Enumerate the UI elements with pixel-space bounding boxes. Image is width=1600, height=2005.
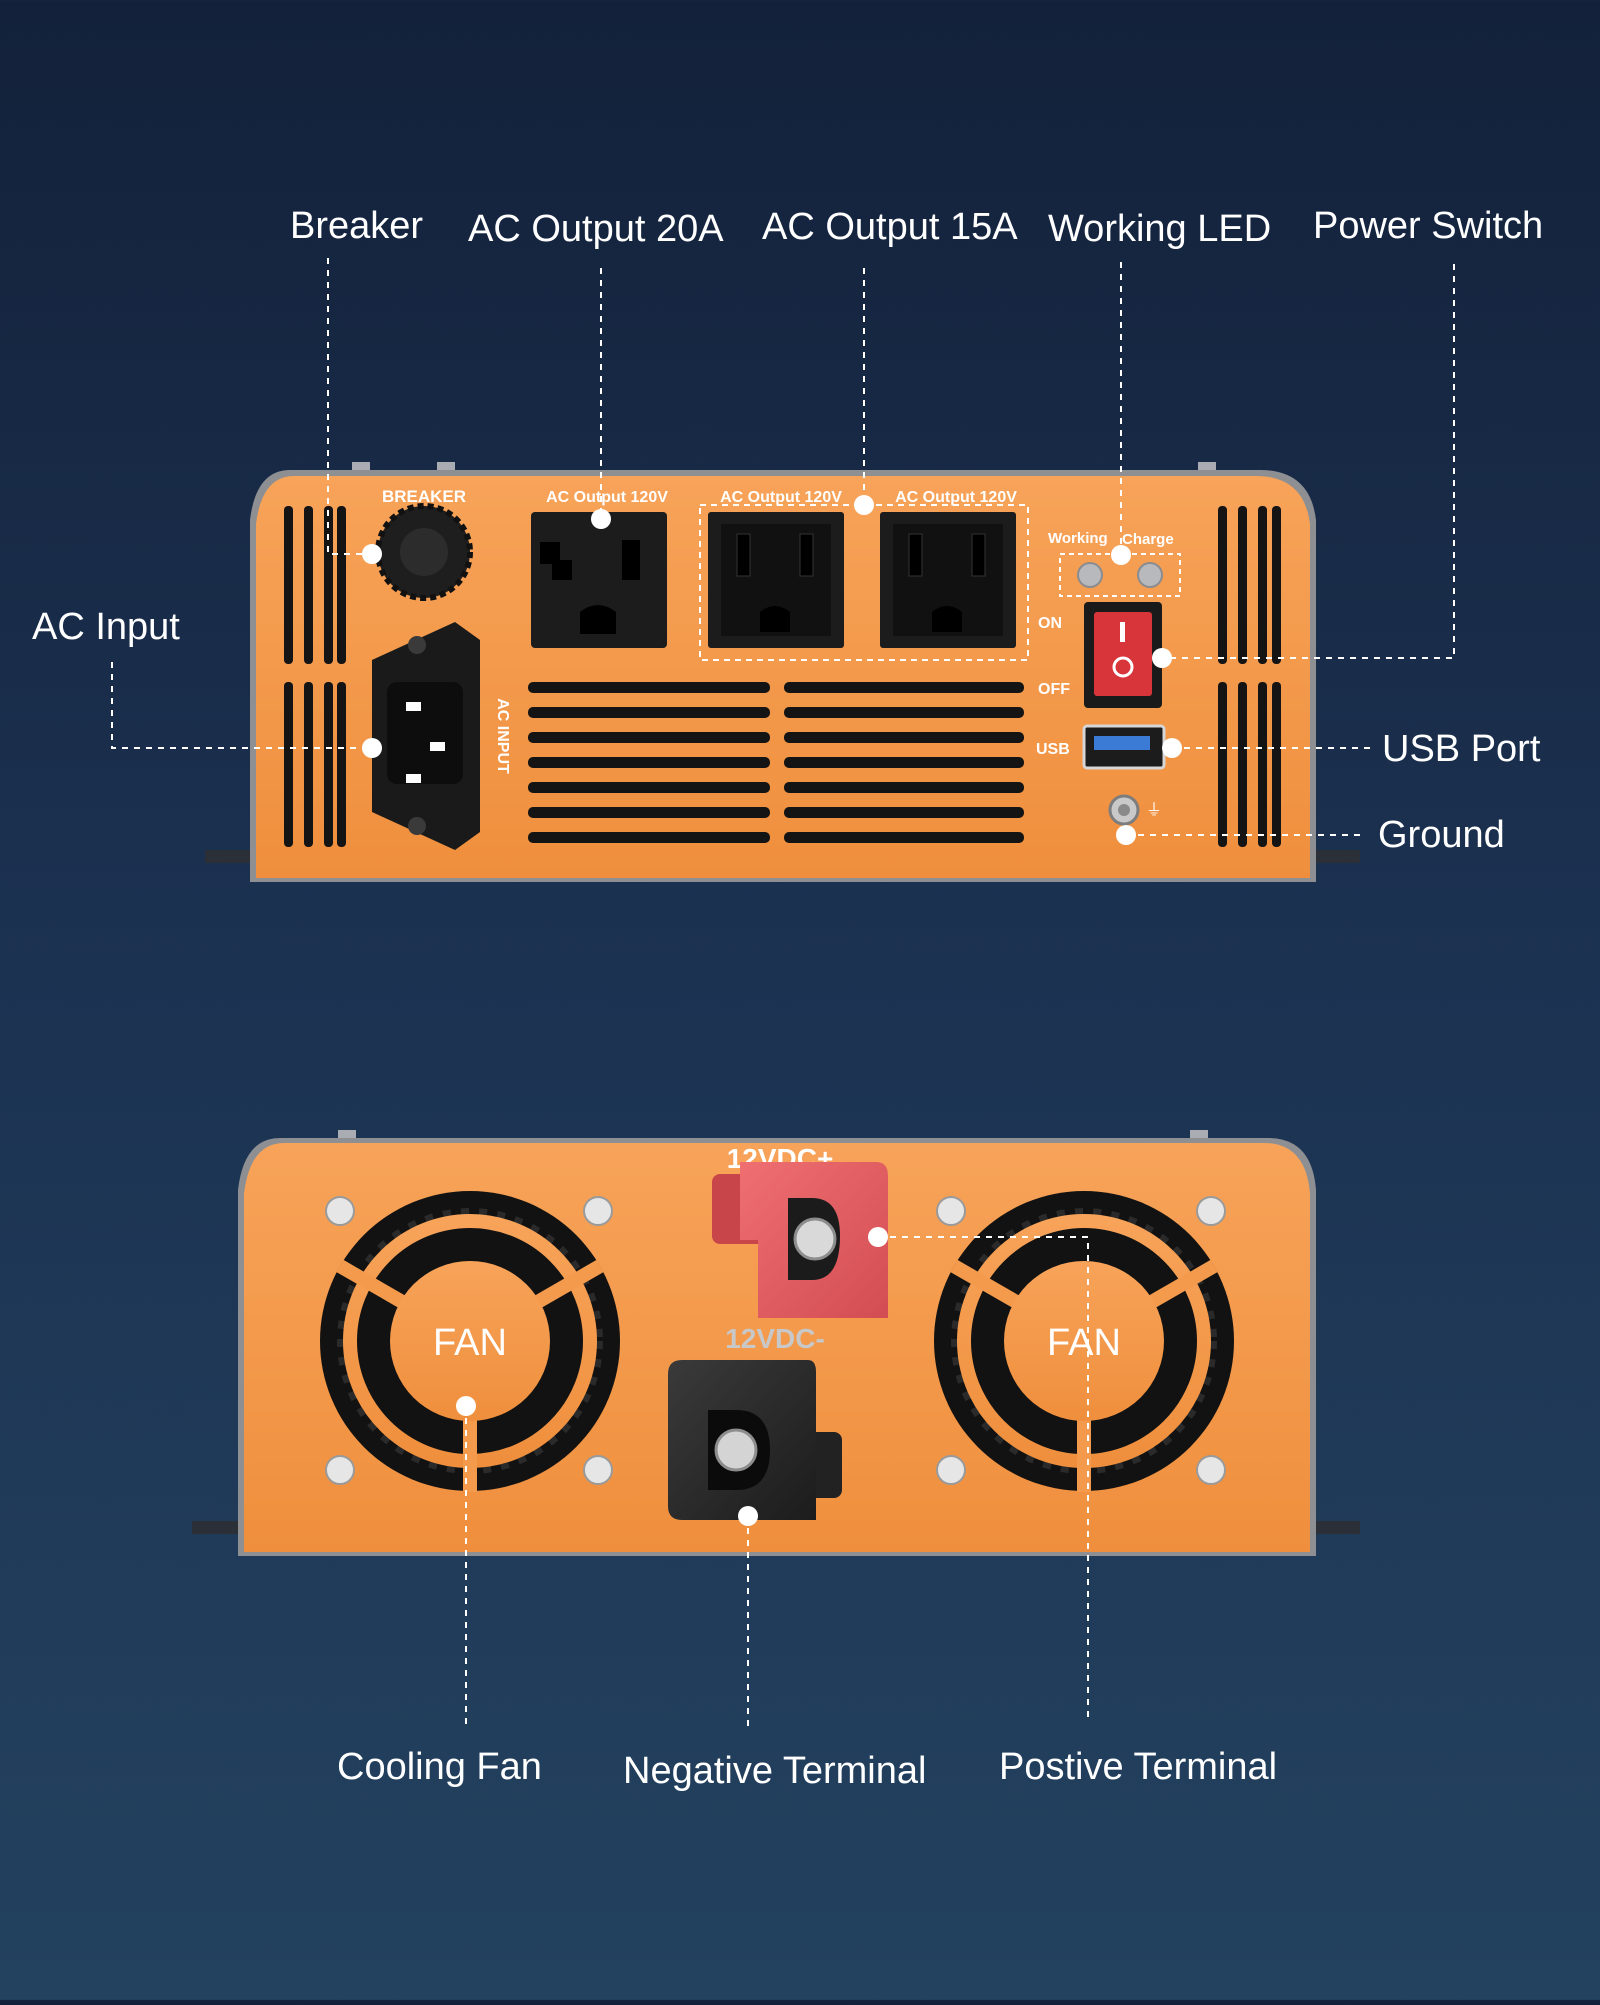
- dot-positive-terminal: [868, 1227, 888, 1247]
- fan-right-label: FAN: [1047, 1322, 1121, 1364]
- off-label: OFF: [1038, 681, 1070, 698]
- rear-left-foot: [192, 1521, 242, 1534]
- outlet-slot: [736, 533, 751, 577]
- front-panel: BREAKER AC INPUT AC Output 120V AC Outpu…: [205, 462, 1360, 882]
- cooling-fan-right[interactable]: FAN: [934, 1191, 1234, 1492]
- dot-cooling-fan: [456, 1396, 476, 1416]
- leader-breaker: [327, 258, 371, 555]
- outlet-slot: [971, 533, 986, 577]
- fan-left-hub: [390, 1261, 550, 1421]
- socket-screw: [408, 636, 426, 654]
- rear-right-foot: [1310, 1521, 1360, 1534]
- callout-ac-output-15a: AC Output 15A: [762, 206, 1018, 248]
- usb-label: USB: [1036, 741, 1070, 758]
- breaker-label: BREAKER: [382, 487, 466, 506]
- positive-terminal[interactable]: [712, 1162, 888, 1318]
- dot-ac-output-20a: [591, 509, 611, 529]
- switch-on-mark: [1120, 622, 1125, 642]
- charge-label: Charge: [1122, 531, 1174, 548]
- front-top-tab: [1198, 462, 1216, 472]
- ground-symbol: ⏚: [1146, 801, 1162, 819]
- ac-output-label-1: AC Output 120V: [546, 489, 668, 506]
- switch-off-mark: [1112, 656, 1134, 678]
- cooling-fan-left[interactable]: FAN: [320, 1191, 620, 1492]
- dot-usb-port: [1162, 738, 1182, 758]
- negative-terminal[interactable]: [668, 1360, 842, 1520]
- charge-led: [1137, 562, 1163, 588]
- dot-ground: [1116, 825, 1136, 845]
- callout-working-led: Working LED: [1048, 208, 1272, 250]
- on-label: ON: [1038, 615, 1062, 632]
- leader-lines: [111, 258, 1455, 1730]
- fan-left-label: FAN: [433, 1322, 507, 1364]
- ground-screw-center: [1118, 804, 1130, 816]
- dot-working-led: [1111, 545, 1131, 565]
- negative-terminal-bolt: [714, 1428, 758, 1472]
- callout-positive-terminal: Postive Terminal: [999, 1746, 1278, 1788]
- rear-panel: FAN FAN 12VDC+: [192, 1130, 1360, 1556]
- socket-screw: [408, 817, 426, 835]
- callout-ac-input: AC Input: [32, 606, 180, 648]
- fan-right-hub: [1004, 1261, 1164, 1421]
- ac-output-label-2: AC Output 120V: [720, 489, 842, 506]
- socket-pin: [406, 774, 421, 783]
- socket-pin: [406, 702, 421, 711]
- outlet-ground: [580, 605, 616, 634]
- front-right-vents: [1218, 506, 1281, 847]
- working-led: [1077, 562, 1103, 588]
- positive-terminal-bolt: [793, 1217, 837, 1261]
- working-label: Working: [1048, 530, 1108, 547]
- rear-top-tab: [1190, 1130, 1208, 1140]
- rear-top-tab: [338, 1130, 356, 1140]
- front-housing: [256, 476, 1310, 878]
- callout-cooling-fan: Cooling Fan: [337, 1746, 542, 1788]
- outlet-slot: [540, 542, 572, 580]
- breaker-center: [400, 528, 448, 576]
- ac-input-label: AC INPUT: [494, 698, 511, 774]
- front-top-tab: [352, 462, 370, 472]
- outlet-slot: [622, 540, 640, 580]
- callout-power-switch: Power Switch: [1313, 205, 1544, 247]
- front-center-vents: [528, 682, 1024, 843]
- dot-ac-input: [362, 738, 382, 758]
- outlet-slot: [908, 533, 923, 577]
- leader-positive-terminal: [878, 1236, 1089, 1722]
- negative-label: 12VDC-: [725, 1323, 825, 1354]
- ac-output-label-3: AC Output 120V: [895, 489, 1017, 506]
- socket-pin: [430, 742, 445, 751]
- leader-power-switch: [1162, 264, 1455, 659]
- dot-negative-terminal: [738, 1506, 758, 1526]
- dot-power-switch: [1152, 648, 1172, 668]
- callout-breaker: Breaker: [290, 205, 424, 247]
- callout-negative-terminal: Negative Terminal: [623, 1750, 927, 1792]
- fan-screws: [325, 1196, 1226, 1485]
- outlet-ground: [932, 606, 962, 632]
- callout-usb-port: USB Port: [1382, 728, 1541, 770]
- ac-input-receptacle: [387, 682, 463, 784]
- dot-breaker: [362, 544, 382, 564]
- outlet-ground: [760, 606, 790, 632]
- leader-ac-input: [111, 662, 372, 749]
- callout-ac-output-20a: AC Output 20A: [468, 208, 724, 250]
- dot-ac-output-15a: [854, 495, 874, 515]
- power-switch-rocker[interactable]: [1094, 612, 1152, 696]
- front-left-vents: [284, 506, 346, 847]
- outlet-slot: [799, 533, 814, 577]
- usb-tongue: [1094, 736, 1150, 750]
- front-top-tab: [437, 462, 455, 472]
- leader-dots: [362, 495, 1182, 1526]
- callout-ground: Ground: [1378, 814, 1505, 856]
